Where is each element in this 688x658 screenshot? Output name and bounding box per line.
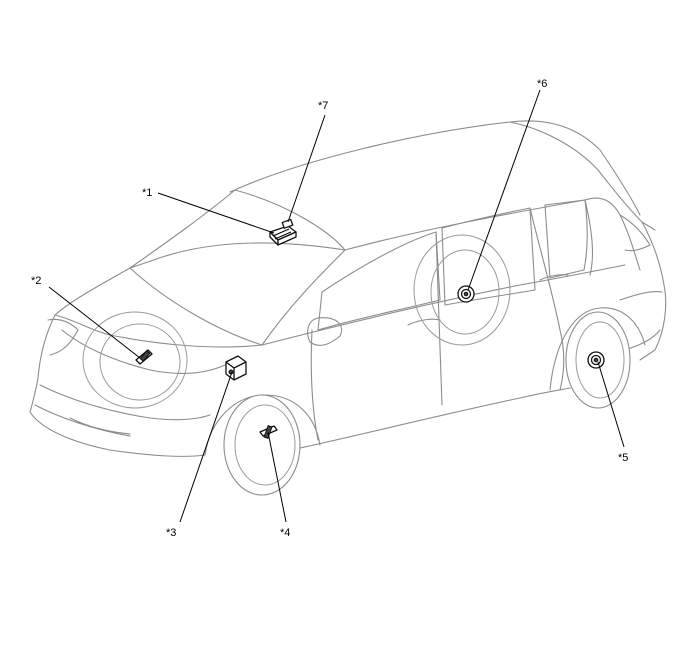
front-door-handle [407,318,441,326]
rocker-panel [299,387,571,449]
callout-5: *5 [618,452,628,464]
rear-right-wheel-phantom [413,234,511,346]
windshield [129,189,346,269]
leader-1 [157,192,275,234]
leader-7 [287,114,326,223]
callout-2: *2 [31,275,41,287]
roof-rear-line [584,197,641,271]
callout-3: *3 [166,527,176,539]
leader-lines [48,89,625,523]
rear-spoiler [509,121,656,231]
component-5-rear-left-sensor [587,351,605,369]
hood [54,267,263,348]
rear-hatch [639,221,667,361]
rear-wheel-arch [549,307,646,391]
callout-6: *6 [537,78,547,90]
side-mirror [307,317,343,346]
leader-2 [48,286,141,359]
component-6-rear-right-sensor [457,285,475,303]
side-upper-window-line [344,199,594,276]
front-left-wheel [223,394,301,496]
beltline [261,264,626,346]
rear-door-handle [539,274,569,281]
rear-light [619,214,651,252]
callout-4: *4 [280,527,290,539]
headlamp [47,318,79,356]
component-2-front-right-sensor [135,349,153,365]
component-3-actuator [225,355,247,381]
quarter-window [544,199,588,279]
front-fascia [29,314,206,457]
leader-5 [597,361,625,448]
component-7-connector [281,218,294,229]
front-right-wheel-phantom [82,311,188,409]
rear-door-edge [529,207,565,391]
leader-4 [267,431,287,523]
callout-7: *7 [318,100,328,112]
front-door-window [317,231,441,331]
roof-line [229,120,641,216]
car-outline [29,120,667,457]
front-grille-upper [61,329,226,374]
leader-3 [179,371,233,523]
front-grille-lower [39,384,211,421]
callout-1: *1 [142,187,152,199]
windshield-lower [129,267,263,346]
front-door-edge [310,329,319,441]
a-pillar [261,249,346,346]
rear-door-window [441,207,536,306]
front-lower-intake [34,404,131,437]
component-1-module [269,225,297,246]
leader-6 [467,89,541,291]
callout-labels: *1 *2 *3 *4 *5 *6 *7 [31,78,628,539]
